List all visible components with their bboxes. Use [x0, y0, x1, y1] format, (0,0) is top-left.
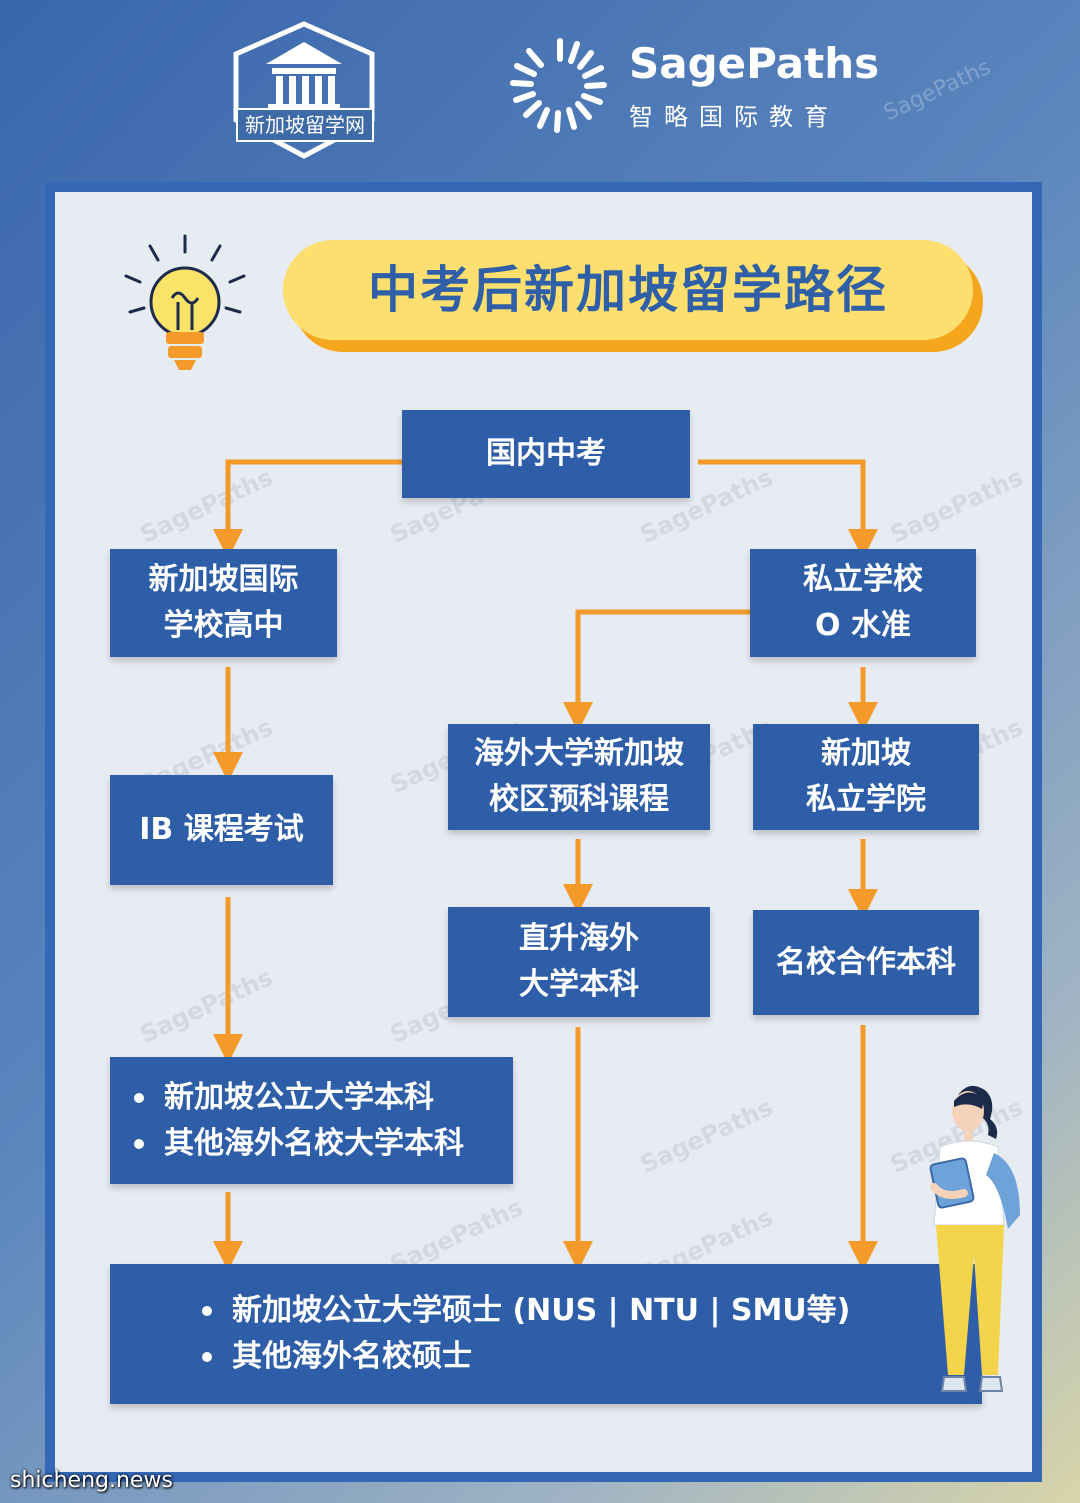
node-master: 新加坡公立大学硕士 (NUS | NTU | SMU等) 其他海外名校硕士: [110, 1264, 982, 1404]
sg-study-logo-text: 新加坡留学网: [236, 108, 374, 142]
building-shield-icon: [233, 21, 375, 159]
master-item: 新加坡公立大学硕士 (NUS | NTU | SMU等): [200, 1288, 850, 1334]
header: 新加坡留学网 SagePaths 智略国际教育: [0, 0, 1080, 170]
node-partner-degree: 名校合作本科: [753, 910, 979, 1015]
node-direct-overseas: 直升海外 大学本科: [448, 907, 710, 1017]
undergrad-item: 新加坡公立大学本科: [132, 1075, 464, 1121]
sg-study-logo: 新加坡留学网: [222, 20, 387, 160]
node-private-college: 新加坡 私立学院: [753, 724, 979, 830]
undergrad-item: 其他海外名校大学本科: [132, 1121, 464, 1167]
sagepaths-logo: SagePaths 智略国际教育: [505, 35, 879, 135]
header-watermark: SagePaths: [880, 54, 995, 127]
brand-subtitle: 智略国际教育: [629, 103, 839, 131]
student-illustration-icon: [910, 1077, 1032, 1411]
flow-arrows: [213, 459, 878, 1271]
node-intl-high-school: 新加坡国际 学校高中: [110, 549, 337, 657]
brand-name: SagePaths: [629, 39, 880, 88]
node-overseas-prep: 海外大学新加坡 校区预科课程: [448, 724, 710, 830]
sunburst-icon: [510, 38, 607, 133]
arrow-start-to-intl: [213, 459, 412, 559]
footer-watermark: shicheng.news: [10, 1468, 173, 1493]
master-item: 其他海外名校硕士: [200, 1334, 850, 1380]
diagram-panel: SagePaths SagePaths SagePaths SagePaths …: [45, 182, 1042, 1482]
node-private-o-level: 私立学校 O 水准: [750, 549, 976, 657]
node-start: 国内中考: [402, 410, 690, 498]
arrow-start-to-private: [698, 459, 878, 559]
lightbulb-icon: [120, 232, 250, 386]
diagram-title: 中考后新加坡留学路径: [283, 240, 973, 340]
node-undergrad: 新加坡公立大学本科 其他海外名校大学本科: [110, 1057, 513, 1184]
node-ib-exam: IB 课程考试: [110, 775, 333, 885]
arrow-private-to-prep: [563, 609, 753, 732]
